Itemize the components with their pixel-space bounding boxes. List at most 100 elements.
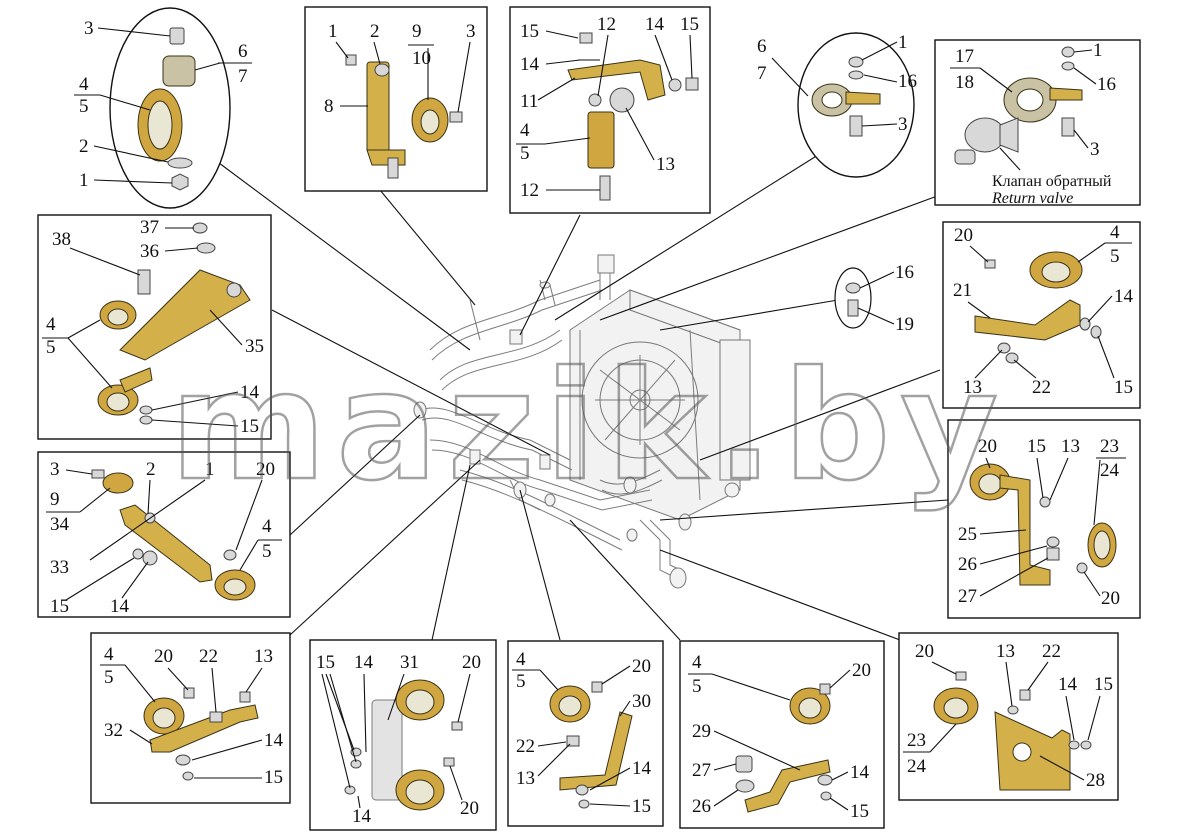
callout: 15 [50,596,69,617]
callout: 5 [104,667,114,688]
callout: 22 [516,736,535,757]
callout: 9 [50,489,60,510]
central-assembly [413,254,751,589]
callout: 27 [692,760,711,781]
callout: 14 [645,14,665,35]
callout: 15 [1094,674,1113,695]
callout: 15 [316,652,335,673]
callout: 3 [898,114,908,135]
callout: 9 [412,21,422,42]
callout: 15 [520,21,539,42]
callout: 14 [632,758,652,779]
callout: 18 [955,72,974,93]
callout: 20 [978,436,997,457]
callout: 38 [52,229,71,250]
callout: 27 [958,586,977,607]
callout: 24 [1100,460,1120,481]
detail-panel-14: 4 5 20 29 27 14 26 15 [679,640,885,829]
callout: 14 [352,806,372,827]
detail-panel-1: 3 6 7 4 5 2 1 [74,7,252,209]
callout: 10 [412,48,431,69]
callout: 16 [895,262,914,283]
callout: 15 [850,801,869,822]
callout: 20 [1101,588,1120,609]
callout: 20 [256,459,275,480]
callout: 13 [254,646,273,667]
callout: 20 [852,660,871,681]
callout: 12 [520,180,539,201]
callout: 32 [104,720,123,741]
callout: 1 [205,459,215,480]
callout: 20 [954,225,973,246]
callout: 31 [400,652,419,673]
callout: 17 [955,46,974,67]
detail-panel-5: 17 18 1 16 3 Клапан обратный Return valv… [934,39,1141,207]
callout: 15 [1027,436,1046,457]
callout: 14 [1058,674,1078,695]
callout: 15 [264,767,283,788]
detail-box [507,640,664,827]
callout: 20 [915,641,934,662]
callout: 15 [1114,377,1133,398]
detail-panel-9: 3 2 1 20 9 34 33 4 5 15 14 [37,451,291,618]
detail-ellipse [797,32,915,178]
detail-panel-12: 15 14 31 20 14 20 [309,639,497,831]
callout: 5 [1110,246,1120,267]
callout: 16 [898,71,917,92]
detail-panel-13: 4 5 20 30 22 13 14 15 [507,640,664,827]
callout: 4 [1110,222,1120,243]
callout: 23 [1100,436,1119,457]
callout: 12 [597,14,616,35]
callout: 8 [324,96,334,117]
callout: 22 [1042,641,1061,662]
callout: 15 [240,416,259,437]
panel-leaders [214,154,949,641]
callout: 16 [1097,74,1116,95]
valve-label-en: Return valve [991,190,1073,207]
callout: 1 [898,32,908,53]
callout: 2 [146,459,156,480]
callout: 4 [520,120,530,141]
callout: 37 [140,217,159,238]
detail-panel-10: 20 15 13 23 24 25 26 27 20 [947,419,1141,619]
callout: 22 [199,646,218,667]
callout: 30 [632,691,651,712]
callout: 5 [516,671,526,692]
callout: 36 [140,241,159,262]
callout: 5 [79,96,89,117]
callout: 19 [895,314,914,335]
callout: 13 [656,154,675,175]
callout: 3 [84,18,94,39]
valve-label-ru: Клапан обратный [992,173,1112,190]
callout: 13 [516,768,535,789]
callout: 25 [958,524,977,545]
detail-panel-7: 20 4 5 21 14 13 22 15 [942,221,1141,409]
callout: 15 [632,796,651,817]
callout: 14 [110,596,130,617]
callout: 4 [692,652,702,673]
callout: 20 [154,646,173,667]
callout: 29 [692,721,711,742]
callout: 20 [462,652,481,673]
callout: 21 [953,280,972,301]
callout: 4 [104,644,114,665]
callout: 33 [50,557,69,578]
callout: 28 [1086,770,1105,791]
callout: 20 [632,656,651,677]
callout: 3 [466,21,476,42]
watermark-text: mazik.by [170,340,1008,514]
callout: 26 [958,554,977,575]
callout: 13 [996,641,1015,662]
callout: 1 [1093,40,1103,61]
callout: 34 [50,514,70,535]
callout: 5 [692,676,702,697]
callout: 4 [46,314,56,335]
callout: 22 [1032,377,1051,398]
callout: 6 [238,41,248,62]
callout: 15 [680,14,699,35]
detail-panel-6: 38 37 36 4 5 35 14 15 [37,214,272,440]
callout: 20 [460,798,479,819]
return-valve-body [964,117,1006,153]
